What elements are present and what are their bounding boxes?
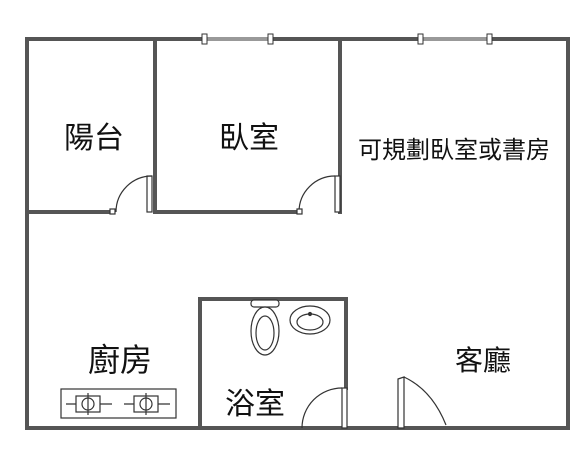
toilet-icon — [250, 299, 280, 356]
door-swing-icon — [397, 376, 447, 429]
sink-icon — [289, 305, 331, 335]
room-label-bedroom: 臥室 — [219, 121, 279, 156]
walls — [25, 37, 570, 430]
room-label-bathroom: 浴室 — [225, 387, 285, 422]
room-label-flex-room: 可規劃臥室或書房 — [358, 136, 550, 164]
door-swing-icon — [296, 175, 341, 215]
door-swing-icon — [109, 175, 153, 215]
room-label-balcony: 陽台 — [64, 121, 124, 156]
room-label-living-room: 客廳 — [455, 344, 511, 377]
room-label-kitchen: 廚房 — [88, 341, 152, 379]
door-swing-icon — [301, 387, 348, 429]
window-icon — [201, 33, 274, 45]
stove-burner-icon — [60, 388, 177, 419]
window-icon — [417, 33, 493, 45]
